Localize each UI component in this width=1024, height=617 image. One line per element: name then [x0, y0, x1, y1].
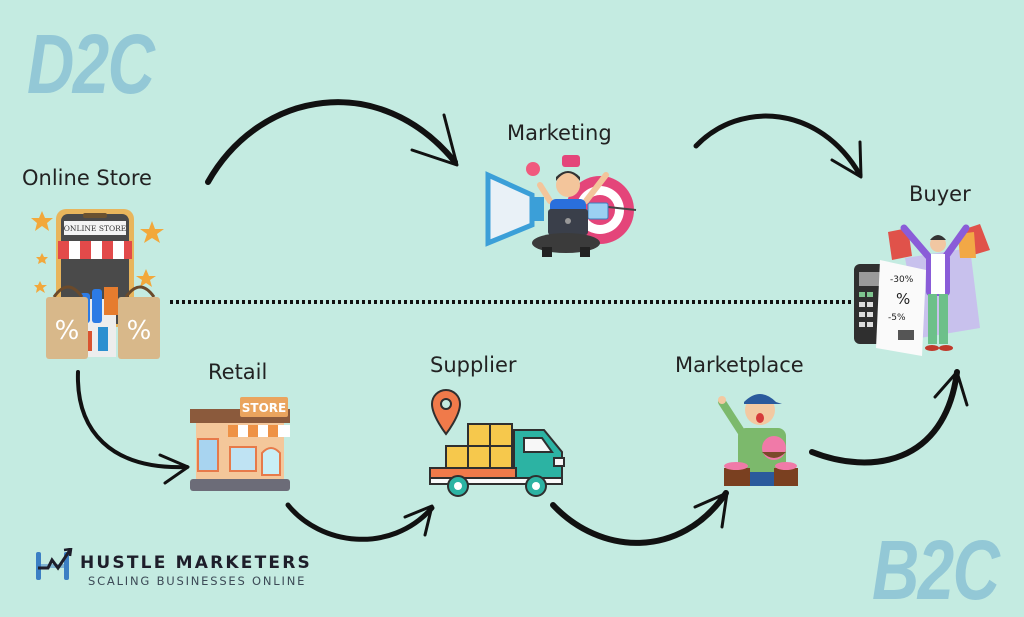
- online-store-icon: ONLINE STORE % %: [28, 205, 168, 365]
- logo-title: HUSTLE MARKETERS: [80, 553, 312, 573]
- arrow-online-to-marketing: [205, 99, 458, 185]
- label-supplier: Supplier: [430, 353, 517, 377]
- arrow-online-to-retail: [75, 370, 189, 470]
- d2c-tag: D2C: [27, 17, 155, 111]
- svg-text:%: %: [55, 316, 80, 346]
- svg-text:STORE: STORE: [242, 401, 286, 415]
- label-marketplace: Marketplace: [675, 353, 804, 377]
- svg-text:-5%: -5%: [888, 313, 906, 323]
- retail-store-icon: STORE: [188, 395, 292, 495]
- svg-text:-30%: -30%: [890, 275, 914, 285]
- label-buyer: Buyer: [909, 182, 971, 206]
- b2c-tag: B2C: [872, 523, 1000, 617]
- delivery-truck-icon: [428, 388, 570, 498]
- arrow-marketing-to-buyer: [693, 113, 863, 178]
- svg-text:%: %: [127, 316, 152, 346]
- label-online-store: Online Store: [22, 166, 152, 190]
- label-marketing: Marketing: [507, 121, 612, 145]
- marketing-megaphone-target-icon: [478, 155, 638, 265]
- svg-text:ONLINE STORE: ONLINE STORE: [64, 224, 127, 233]
- arrow-retail-to-supplier: [285, 502, 435, 542]
- arrow-supplier-to-marketplace: [550, 490, 729, 546]
- label-retail: Retail: [208, 360, 268, 384]
- arrow-marketplace-to-buyer: [809, 369, 960, 466]
- buyer-shopping-bags-icon: -30% % -5%: [850, 218, 990, 358]
- hustle-marketers-logo-mark: [34, 547, 74, 584]
- logo-subtitle: SCALING BUSINESSES ONLINE: [88, 574, 307, 588]
- market-vendor-icon: [716, 388, 800, 488]
- svg-text:%: %: [896, 290, 910, 308]
